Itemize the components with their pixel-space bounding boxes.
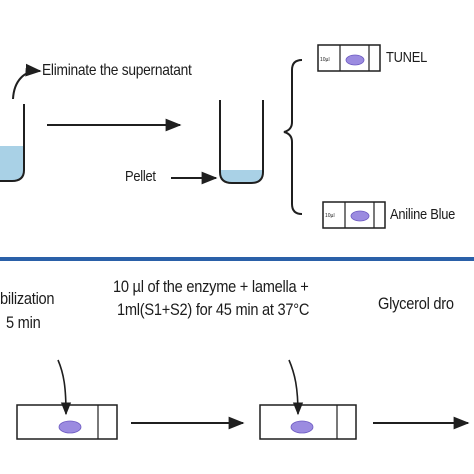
- source-tube: [0, 104, 25, 182]
- step2-line2: 1ml(S1+S2) for 45 min at 37°C: [117, 300, 310, 319]
- bottom-drop-2: [290, 420, 314, 434]
- slide-tag-aniline: 10µl: [325, 213, 335, 219]
- source-tube-liquid: [0, 146, 24, 181]
- source-tube-wall: [0, 104, 25, 182]
- slide-aniline: [322, 201, 386, 229]
- aniline-blue-label: Aniline Blue: [390, 206, 456, 223]
- branch-brace: [283, 59, 303, 215]
- sample-drop-tunel: [345, 54, 365, 66]
- step1-line2: 5 min: [6, 313, 41, 332]
- tunel-label: TUNEL: [386, 49, 428, 66]
- bottom-slide-2: [259, 404, 357, 440]
- pipette-arrow-1: [57, 359, 72, 416]
- pipette-arrow-2: [288, 359, 304, 416]
- step3-label: Glycerol dro: [378, 294, 454, 313]
- pellet-tube-wall: [219, 100, 264, 184]
- bottom-drop-1: [58, 420, 82, 434]
- slide-tunel: [317, 44, 381, 72]
- pellet-tube: [219, 100, 264, 184]
- eliminate-supernatant-label: Eliminate the supernatant: [42, 62, 192, 79]
- pellet-label: Pellet: [125, 168, 156, 185]
- slide-tag-tunel: 10µl: [320, 57, 330, 63]
- step2-line1: 10 µl of the enzyme + lamella +: [113, 277, 309, 296]
- bottom-slide-1: [16, 404, 118, 440]
- sample-drop-aniline: [350, 210, 370, 222]
- step1-line1: bilization: [0, 289, 55, 308]
- pellet-tube-liquid: [220, 170, 263, 183]
- supernatant-curved-arrow: [12, 63, 42, 100]
